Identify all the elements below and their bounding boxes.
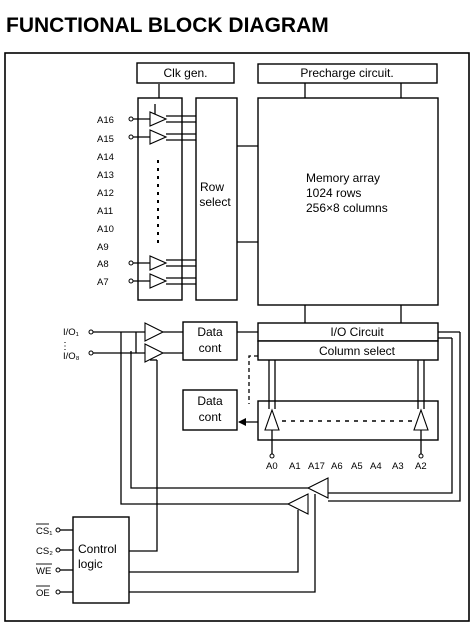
input-buffer-icon bbox=[144, 343, 165, 363]
pin-a11: A11 bbox=[97, 206, 113, 217]
pin-a7: A7 bbox=[97, 277, 109, 288]
control-pin-wires bbox=[55, 527, 73, 595]
address-buffer-block bbox=[137, 97, 183, 301]
clk-gen-label: Clk gen. bbox=[163, 66, 207, 80]
row-select-label-2: select bbox=[199, 195, 231, 209]
data-cont-bottom-block: Data cont bbox=[182, 389, 238, 431]
pin-a0: A0 bbox=[266, 461, 278, 472]
pin-a2: A2 bbox=[415, 461, 427, 472]
column-address-buffers bbox=[264, 360, 429, 459]
column-select-label: Column select bbox=[319, 344, 396, 358]
address-buffers bbox=[128, 104, 196, 289]
pin-a9: A9 bbox=[97, 242, 109, 253]
pin-a17: A17 bbox=[308, 461, 325, 472]
pin-a13: A13 bbox=[97, 170, 114, 181]
io-buffers bbox=[88, 322, 183, 363]
pin-a8: A8 bbox=[97, 259, 109, 270]
memory-array-label-1: Memory array bbox=[306, 171, 380, 185]
pin-cs1: CS₁ bbox=[36, 526, 52, 537]
control-logic-block: Control logic bbox=[72, 516, 130, 604]
pin-a6: A6 bbox=[331, 461, 343, 472]
pin-a5: A5 bbox=[351, 461, 363, 472]
control-logic-label-1: Control bbox=[78, 542, 117, 556]
pin-a12: A12 bbox=[97, 188, 114, 199]
data-cont-top-label-2: cont bbox=[199, 341, 222, 355]
pin-a3: A3 bbox=[392, 461, 404, 472]
row-select-label-1: Row bbox=[200, 180, 224, 194]
pin-cs2: CS₂ bbox=[36, 546, 53, 557]
pin-a10: A10 bbox=[97, 224, 114, 235]
buffer-triangle-icon bbox=[149, 255, 168, 271]
io-circuit-label: I/O Circuit bbox=[330, 325, 384, 339]
pin-io1: I/O₁ bbox=[63, 327, 79, 338]
buffer-triangle-icon bbox=[149, 111, 168, 127]
outer-frame bbox=[4, 52, 470, 622]
pin-a14: A14 bbox=[97, 152, 114, 163]
precharge-label: Precharge circuit. bbox=[300, 66, 393, 80]
control-logic-label-2: logic bbox=[78, 557, 103, 571]
clk-gen-block: Clk gen. bbox=[136, 62, 235, 84]
output-buffers bbox=[120, 332, 461, 593]
data-cont-bottom-label-1: Data bbox=[197, 394, 223, 408]
pin-a15: A15 bbox=[97, 134, 114, 145]
diagram-title: FUNCTIONAL BLOCK DIAGRAM bbox=[6, 14, 329, 37]
pin-oe: OE bbox=[36, 588, 50, 599]
buffer-triangle-icon bbox=[149, 273, 168, 289]
row-select-block: Row select bbox=[195, 97, 238, 301]
data-cont-top-block: Data cont bbox=[182, 321, 238, 361]
input-buffer-icon bbox=[144, 322, 165, 342]
memory-array-label-3: 256×8 columns bbox=[306, 201, 388, 215]
pin-a1: A1 bbox=[289, 461, 301, 472]
io-circuit-block: I/O Circuit bbox=[257, 322, 439, 342]
data-cont-bottom-label-2: cont bbox=[199, 410, 222, 424]
buffer-triangle-icon bbox=[149, 129, 168, 145]
column-select-block: Column select bbox=[257, 340, 439, 361]
io-ellipsis-icon: ⋮ bbox=[60, 341, 70, 352]
pin-a16: A16 bbox=[97, 115, 114, 126]
output-buffer-icon bbox=[286, 493, 309, 515]
precharge-block: Precharge circuit. bbox=[257, 63, 438, 84]
memory-array-label-2: 1024 rows bbox=[306, 186, 361, 200]
pin-a4: A4 bbox=[370, 461, 382, 472]
pin-we: WE bbox=[36, 566, 51, 577]
pin-io8: I/O₈ bbox=[63, 351, 80, 362]
memory-array-block: Memory array 1024 rows 256×8 columns bbox=[257, 97, 439, 306]
output-buffer-icon bbox=[306, 477, 329, 499]
data-cont-top-label-1: Data bbox=[197, 325, 223, 339]
